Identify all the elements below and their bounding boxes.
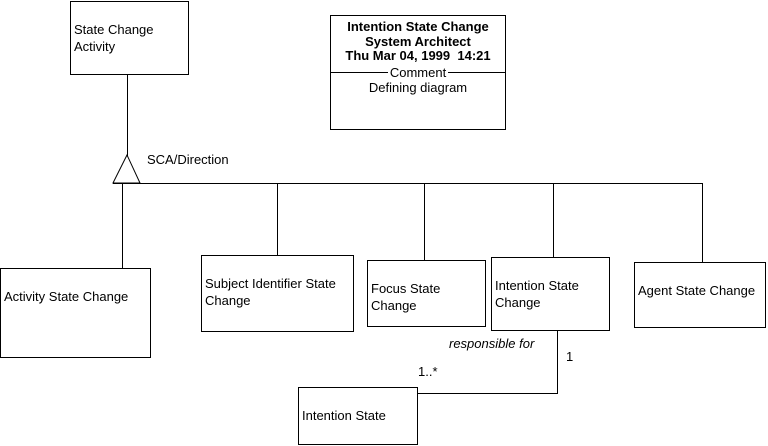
generalization-bar-line	[113, 183, 703, 184]
drop-line-agent	[702, 183, 703, 262]
comment-title-line2: System Architect	[365, 33, 471, 49]
node-label: Activity State Change	[4, 289, 129, 304]
association-vertical-line	[557, 331, 558, 394]
node-subject-identifier-state-change[interactable]: Subject Identifier State Change	[201, 255, 354, 332]
node-focus-state-change[interactable]: Focus State Change	[367, 260, 486, 327]
node-label: Agent State Change	[638, 283, 756, 298]
multiplicity-many-label: 1..*	[418, 364, 438, 379]
node-agent-state-change[interactable]: Agent State Change	[634, 262, 766, 328]
inheritance-triangle-icon	[112, 154, 141, 184]
node-label: Focus State Change	[371, 281, 441, 313]
generalization-label: SCA/Direction	[147, 152, 229, 167]
comment-title-line1: Intention State Change	[347, 19, 489, 34]
drop-line-intention	[553, 183, 554, 257]
node-label: State Change Activity	[74, 22, 154, 54]
node-state-change-activity[interactable]: State Change Activity	[70, 1, 189, 75]
comment-separator: Comment	[331, 64, 506, 81]
multiplicity-one-label: 1	[566, 349, 574, 364]
comment-body: Defining diagram	[368, 80, 468, 95]
comment-box[interactable]: Intention State Change System Architect …	[330, 15, 506, 130]
comment-timestamp: Thu Mar 04, 1999 14:21	[345, 48, 491, 63]
node-label: Intention State Change	[495, 278, 579, 310]
association-horizontal-line	[418, 393, 558, 394]
node-intention-state-change[interactable]: Intention State Change	[491, 257, 610, 331]
separator-rule-right	[448, 72, 506, 74]
generalization-trunk-line	[127, 75, 128, 156]
drop-line-subject-identifier	[277, 183, 278, 255]
comment-separator-label: Comment	[389, 64, 447, 80]
drop-line-activity	[122, 183, 123, 268]
node-activity-state-change[interactable]: Activity State Change	[0, 268, 151, 358]
node-intention-state[interactable]: Intention State	[298, 387, 418, 445]
separator-rule-left	[331, 72, 388, 74]
drop-line-focus	[424, 183, 425, 260]
association-name-label: responsible for	[449, 336, 535, 351]
node-label: Subject Identifier State Change	[205, 276, 336, 308]
node-label: Intention State	[302, 408, 386, 423]
